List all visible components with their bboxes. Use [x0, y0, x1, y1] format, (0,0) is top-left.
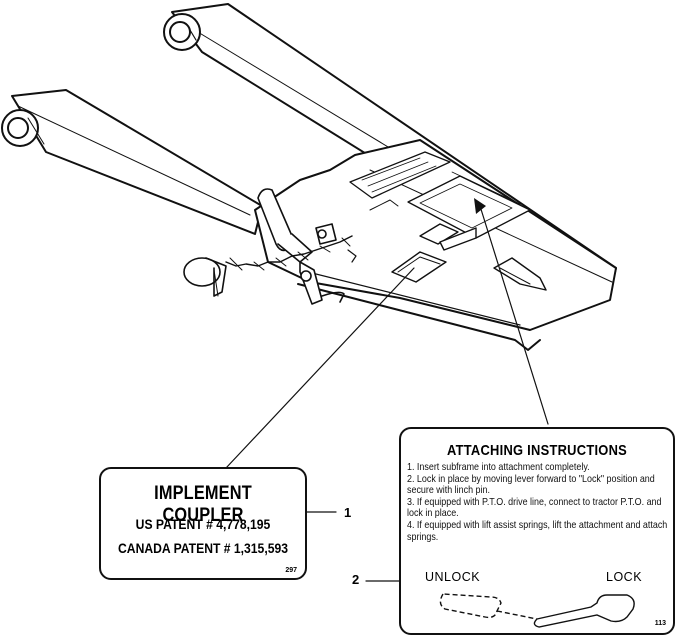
implement-coupler-decal: IMPLEMENT COUPLER US PATENT # 4,778,195 … — [99, 467, 307, 580]
chain — [225, 235, 353, 271]
attaching-instructions-title: ATTACHING INSTRUCTIONS — [446, 442, 628, 459]
unlock-lever-icon — [439, 593, 538, 620]
arrow-head — [474, 198, 486, 214]
us-patent-text: US PATENT # 4,778,195 — [135, 517, 271, 532]
lever-handle — [257, 188, 357, 305]
leader-lines — [225, 205, 549, 582]
canada-patent-text: CANADA PATENT # 1,315,593 — [118, 541, 288, 556]
attaching-instructions-decal: ATTACHING INSTRUCTIONS 1. Insert subfram… — [399, 427, 675, 635]
instruction-step-1: 1. Insert subframe into attachment compl… — [407, 462, 590, 473]
callout-number-1: 1 — [344, 505, 352, 520]
decal-code-297: 297 — [285, 567, 297, 574]
callout-number-2: 2 — [352, 572, 360, 587]
instruction-step-4: 4. If equipped with lift assist springs,… — [407, 519, 668, 543]
instruction-steps: 1. Insert subframe into attachment compl… — [407, 462, 679, 543]
unlock-label: UNLOCK — [425, 570, 481, 584]
plate-slots — [391, 223, 547, 291]
lock-label: LOCK — [606, 570, 643, 584]
lever-positions-icon — [439, 593, 635, 628]
coupler-plate — [254, 139, 617, 351]
implement-coupler-title: IMPLEMENT COUPLER — [154, 483, 252, 526]
instruction-step-2: 2. Lock in place by moving lever forward… — [407, 473, 655, 497]
linch-pin — [183, 257, 227, 297]
left-arm — [1, 89, 263, 235]
plate-decals — [349, 151, 531, 239]
lock-lever-icon — [533, 594, 635, 628]
decal-code-113: 113 — [654, 620, 666, 627]
instruction-step-3: 3. If equipped with P.T.O. drive line, c… — [407, 496, 662, 520]
